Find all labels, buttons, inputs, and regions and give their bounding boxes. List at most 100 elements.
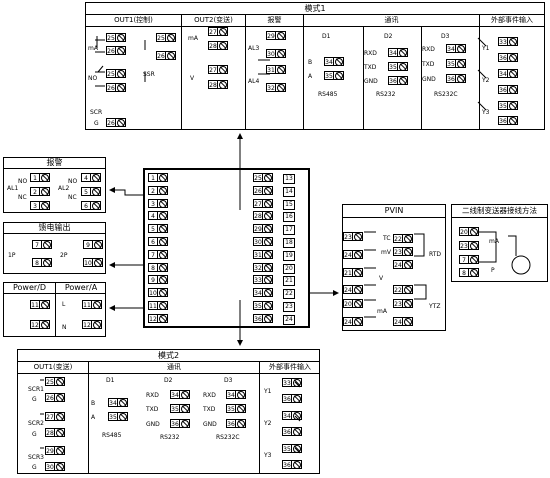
al3-label: AL3	[248, 45, 260, 52]
scr1-label: SCR1	[28, 386, 44, 393]
out1-ssr-label: SSR	[143, 71, 155, 78]
terminal-27: 27	[208, 27, 228, 36]
alarm-title: 报警	[4, 158, 105, 169]
terminal-34: 34	[498, 69, 518, 78]
terminal-33: 33	[498, 37, 518, 46]
terminal-26: 26	[253, 185, 273, 195]
terminal-6: 6	[81, 201, 101, 210]
y2-label: Y2	[482, 77, 490, 84]
terminal-32: 32	[266, 83, 286, 92]
terminal-35: 35	[253, 301, 273, 310]
terminal-34: 34	[446, 44, 466, 53]
pvin-panel: PVIN 23 24 TC mV 22 23 24 RTD 21 V 24 22…	[342, 204, 446, 331]
terminal-23: 23	[459, 241, 479, 250]
section-out2: OUT2(变送)	[182, 15, 245, 27]
terminal-34: 34	[226, 390, 246, 399]
ma-label: mA	[377, 308, 387, 315]
terminal-11: 11	[82, 300, 102, 309]
scr2-label: SCR2	[28, 420, 44, 427]
d3-rxd-label: RXD	[203, 392, 216, 399]
power-a-title: Power/A	[56, 283, 106, 294]
section-event: 外部事件输入	[260, 362, 320, 374]
terminal-10: 10	[83, 258, 103, 267]
terminal-26: 26	[106, 118, 126, 127]
d2-rxd-label: RXD	[146, 392, 159, 399]
terminal-7: 7	[459, 255, 479, 264]
feed-2p-label: 2P	[60, 252, 68, 259]
d3-txd-label: TXD	[203, 406, 216, 413]
terminal-8: 8	[459, 268, 479, 277]
nc-label: NC	[68, 194, 77, 201]
d2-txd-label: TXD	[364, 64, 377, 71]
terminal-35: 35	[282, 444, 302, 453]
terminal-36: 36	[388, 76, 408, 85]
g-label: G	[32, 431, 37, 438]
terminal-6: 6	[148, 237, 168, 246]
terminal-7: 7	[148, 249, 168, 259]
terminal-1: 1	[148, 173, 168, 182]
power-d-title: Power/D	[4, 283, 55, 294]
terminal-36: 36	[226, 419, 246, 428]
terminal-35: 35	[226, 404, 246, 413]
g-label: G	[32, 464, 37, 471]
terminal-10: 10	[148, 288, 168, 298]
section-comm: 通讯	[89, 362, 259, 374]
terminal-26: 26	[156, 51, 176, 60]
terminal-1: 1	[30, 173, 50, 182]
rs485-label: RS485	[102, 432, 122, 439]
terminal-28: 28	[208, 80, 228, 89]
terminal-31: 31	[253, 249, 273, 259]
g-label: G	[32, 396, 37, 403]
terminal-25: 25	[106, 69, 126, 78]
terminal-36: 36	[282, 394, 302, 403]
power-l-label: L	[62, 301, 66, 308]
d2-rxd-label: RXD	[364, 50, 377, 57]
terminal-3: 3	[148, 198, 168, 208]
y3-label: Y3	[482, 109, 490, 116]
terminal-35: 35	[388, 62, 408, 71]
terminal-36: 36	[282, 427, 302, 436]
terminal-29: 29	[45, 446, 65, 455]
terminal-34: 34	[253, 288, 273, 298]
terminal-36: 36	[253, 313, 273, 323]
terminal-9: 9	[83, 240, 103, 249]
d3-txd-label: TXD	[422, 61, 435, 68]
module2-panel: 模式2 OUT1(变送) 通讯 外部事件输入 SCR1 G 25 26 SCR2…	[17, 349, 320, 474]
rtd-label: RTD	[429, 251, 442, 258]
terminal-23: 23	[393, 299, 413, 308]
terminal-27: 27	[45, 412, 65, 421]
terminal-29: 29	[253, 224, 273, 234]
terminal-34: 34	[388, 48, 408, 57]
terminal-21: 21	[343, 268, 363, 277]
terminal-label-20: 20	[283, 263, 295, 274]
rs232c-label: RS232C	[434, 91, 458, 98]
terminal-26: 26	[45, 393, 65, 402]
section-event: 外部事件输入	[480, 15, 544, 27]
terminal-label-13: 13	[283, 174, 295, 184]
d1-b-label: B	[91, 400, 96, 407]
section-alarm: 报警	[246, 15, 303, 27]
terminal-label-14: 14	[283, 186, 295, 197]
terminal-30: 30	[45, 462, 65, 471]
terminal-label-17: 17	[283, 225, 295, 236]
terminal-36: 36	[446, 74, 466, 83]
terminal-20: 20	[459, 227, 479, 236]
module1-panel: 模式1 OUT1(控制) OUT2(变送) 报警 通讯 外部事件输入 mA 25…	[85, 2, 545, 130]
terminal-12: 12	[148, 313, 168, 323]
module2-title: 模式2	[18, 350, 319, 362]
d1-label: D1	[322, 33, 331, 40]
v-label: V	[379, 275, 384, 282]
d1-b-label: B	[308, 59, 313, 66]
al2-label: AL2	[58, 185, 70, 192]
terminal-34: 34	[170, 390, 190, 399]
rs232-label: RS232	[376, 91, 396, 98]
rs485-label: RS485	[318, 91, 338, 98]
power-panel: Power/D Power/A 11 12 L N 11 12	[3, 282, 106, 337]
terminal-24: 24	[393, 317, 413, 326]
feed-title: 馈电输出	[4, 223, 105, 234]
section-comm: 通讯	[304, 15, 479, 27]
out1-ma-label: mA	[88, 45, 98, 52]
terminal-29: 29	[266, 31, 286, 40]
terminal-26: 26	[106, 46, 126, 55]
